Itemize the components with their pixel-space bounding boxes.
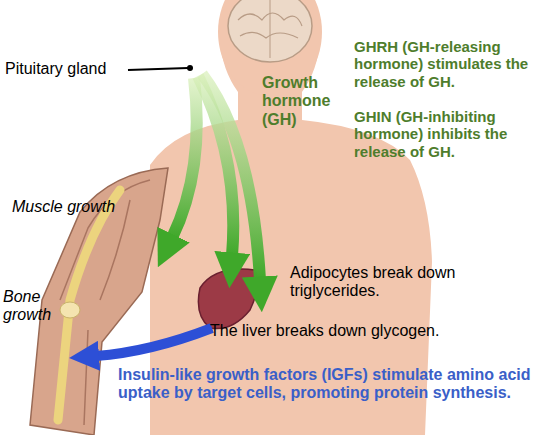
igf-arrow — [96, 328, 212, 356]
effect-label: The liver breaks down glycogen. — [210, 322, 510, 340]
hormone-label: Growth hormone (GH) — [262, 74, 344, 129]
note-text: GHIN (GH-inhibiting hormone) inhibits th… — [354, 108, 540, 160]
leader-line — [128, 68, 188, 70]
note-text: GHRH (GH-releasing hormone) stimulates t… — [354, 38, 540, 90]
igf-note: Insulin-like growth factors (IGFs) stimu… — [118, 366, 538, 403]
hormone-arrow — [172, 78, 197, 238]
effect-label: Bone growth — [3, 288, 59, 325]
hormone-arrow — [202, 74, 260, 280]
effect-label: Muscle growth — [12, 198, 142, 216]
part-label: Pituitary gland — [5, 60, 145, 78]
effect-label: Adipocytes break down triglycerides. — [290, 264, 490, 301]
